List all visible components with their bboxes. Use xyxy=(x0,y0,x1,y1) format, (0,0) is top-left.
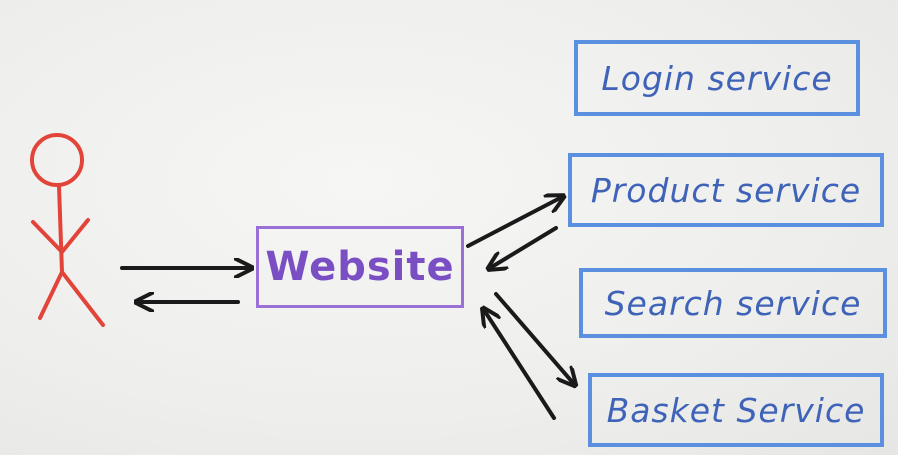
search-service-box: Search service xyxy=(579,268,887,338)
product-service-box: Product service xyxy=(568,153,884,227)
arrow-basket-to-website xyxy=(484,310,556,420)
search-service-label: Search service xyxy=(604,283,862,323)
website-box: Website xyxy=(256,226,464,308)
user-head xyxy=(30,133,84,187)
user-legs xyxy=(38,268,105,327)
login-service-label: Login service xyxy=(601,58,833,98)
basket-service-box: Basket Service xyxy=(588,373,884,447)
arrow-website-to-basket xyxy=(494,292,574,384)
login-service-box: Login service xyxy=(574,40,860,116)
user-arms xyxy=(31,218,90,256)
product-service-label: Product service xyxy=(590,170,862,210)
website-label: Website xyxy=(265,244,455,290)
arrow-product-to-website xyxy=(490,226,558,268)
basket-service-label: Basket Service xyxy=(606,390,866,430)
user-body xyxy=(57,184,64,274)
user-stick-figure xyxy=(30,133,105,327)
arrow-website-to-product xyxy=(466,197,562,248)
